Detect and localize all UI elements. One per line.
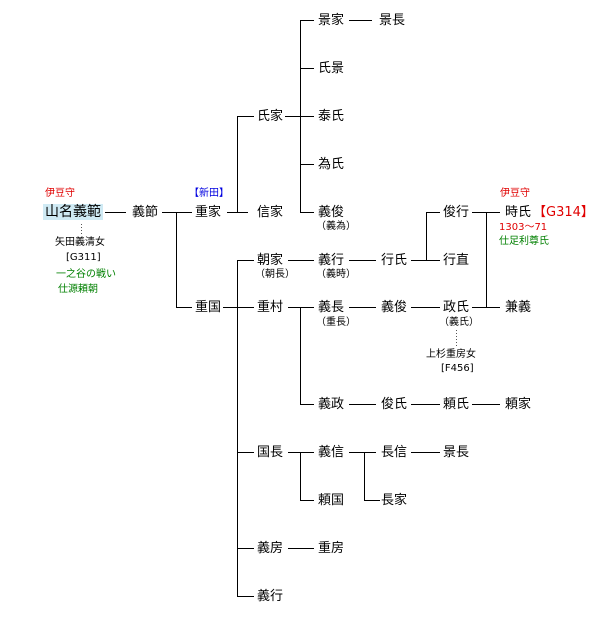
- ref-f456: [F456]: [441, 363, 474, 374]
- person-yoriuji: 頼氏: [443, 397, 470, 412]
- note-ichinotani: 一之谷の戦い: [56, 269, 116, 280]
- person-tameuji: 為氏: [318, 157, 345, 172]
- person-kuninaga: 国長: [257, 445, 284, 460]
- person-kagenaga: 景長: [379, 13, 406, 28]
- person-yoshiyuki-end: 義行: [257, 589, 284, 604]
- person-shigeie: 重家: [195, 205, 222, 220]
- alias-yoshiuji: （義氏）: [439, 317, 479, 328]
- person-ujikage: 氏景: [318, 61, 345, 76]
- person-yasuuji: 泰氏: [318, 109, 345, 124]
- person-toshiyuki: 俊行: [443, 205, 470, 220]
- wife-yatada: 矢田義清女: [55, 237, 105, 248]
- person-ujiie: 氏家: [257, 109, 284, 124]
- person-kageie: 景家: [318, 13, 345, 28]
- ref-g311: [G311]: [66, 252, 101, 263]
- person-shigefusa: 重房: [318, 541, 345, 556]
- note-tsukae-yoritomo: 仕源頼朝: [58, 284, 98, 295]
- person-yorikuni: 頼国: [318, 493, 345, 508]
- note-tsukae-takauji: 仕足利尊氏: [499, 236, 549, 247]
- person-tokiuji: 時氏: [505, 205, 532, 220]
- person-shigekuni: 重国: [195, 300, 222, 315]
- person-nagaie: 長家: [381, 493, 408, 508]
- person-toshiuji: 俊氏: [381, 397, 408, 412]
- person-masauji: 政氏: [443, 300, 470, 315]
- title-izu-no-kami: 伊豆守: [45, 188, 75, 199]
- person-yoshimasa: 義政: [318, 397, 345, 412]
- alias-yoshitame: （義為）: [316, 221, 356, 232]
- person-shigemura: 重村: [257, 300, 284, 315]
- person-yamana-yoshinori: 山名義範: [43, 204, 103, 220]
- alias-tomonaga: （朝長）: [255, 269, 295, 280]
- person-yoriie: 頼家: [505, 397, 532, 412]
- person-yukiuji: 行氏: [381, 253, 408, 268]
- person-yoshitoshi: 義俊: [318, 205, 345, 220]
- person-yoshitoki: 義節: [132, 205, 159, 220]
- person-yoshifusa: 義房: [257, 541, 284, 556]
- ref-g314: 【G314】: [533, 205, 594, 220]
- person-kagenaga-2: 景長: [443, 445, 470, 460]
- person-nobuie: 信家: [257, 205, 284, 220]
- person-yoshinobu: 義信: [318, 445, 345, 460]
- branch-nitta: 【新田】: [189, 188, 229, 199]
- alias-yoshitoki: （義時）: [316, 269, 356, 280]
- person-yukinao: 行直: [443, 253, 470, 268]
- person-kaneyoshi: 兼義: [505, 300, 532, 315]
- alias-shigenaga: （重長）: [316, 317, 356, 328]
- wife-uesugi: 上杉重房女: [426, 349, 476, 360]
- person-naganobu: 長信: [381, 445, 408, 460]
- person-yoshinaga: 義長: [318, 300, 345, 315]
- person-yoshitoshi-2: 義俊: [381, 300, 408, 315]
- person-tomoie: 朝家: [257, 253, 284, 268]
- years-tokiuji: 1303～71: [499, 222, 548, 233]
- title-izu-no-kami-tokiuji: 伊豆守: [500, 188, 530, 199]
- person-yoshiyuki: 義行: [318, 253, 345, 268]
